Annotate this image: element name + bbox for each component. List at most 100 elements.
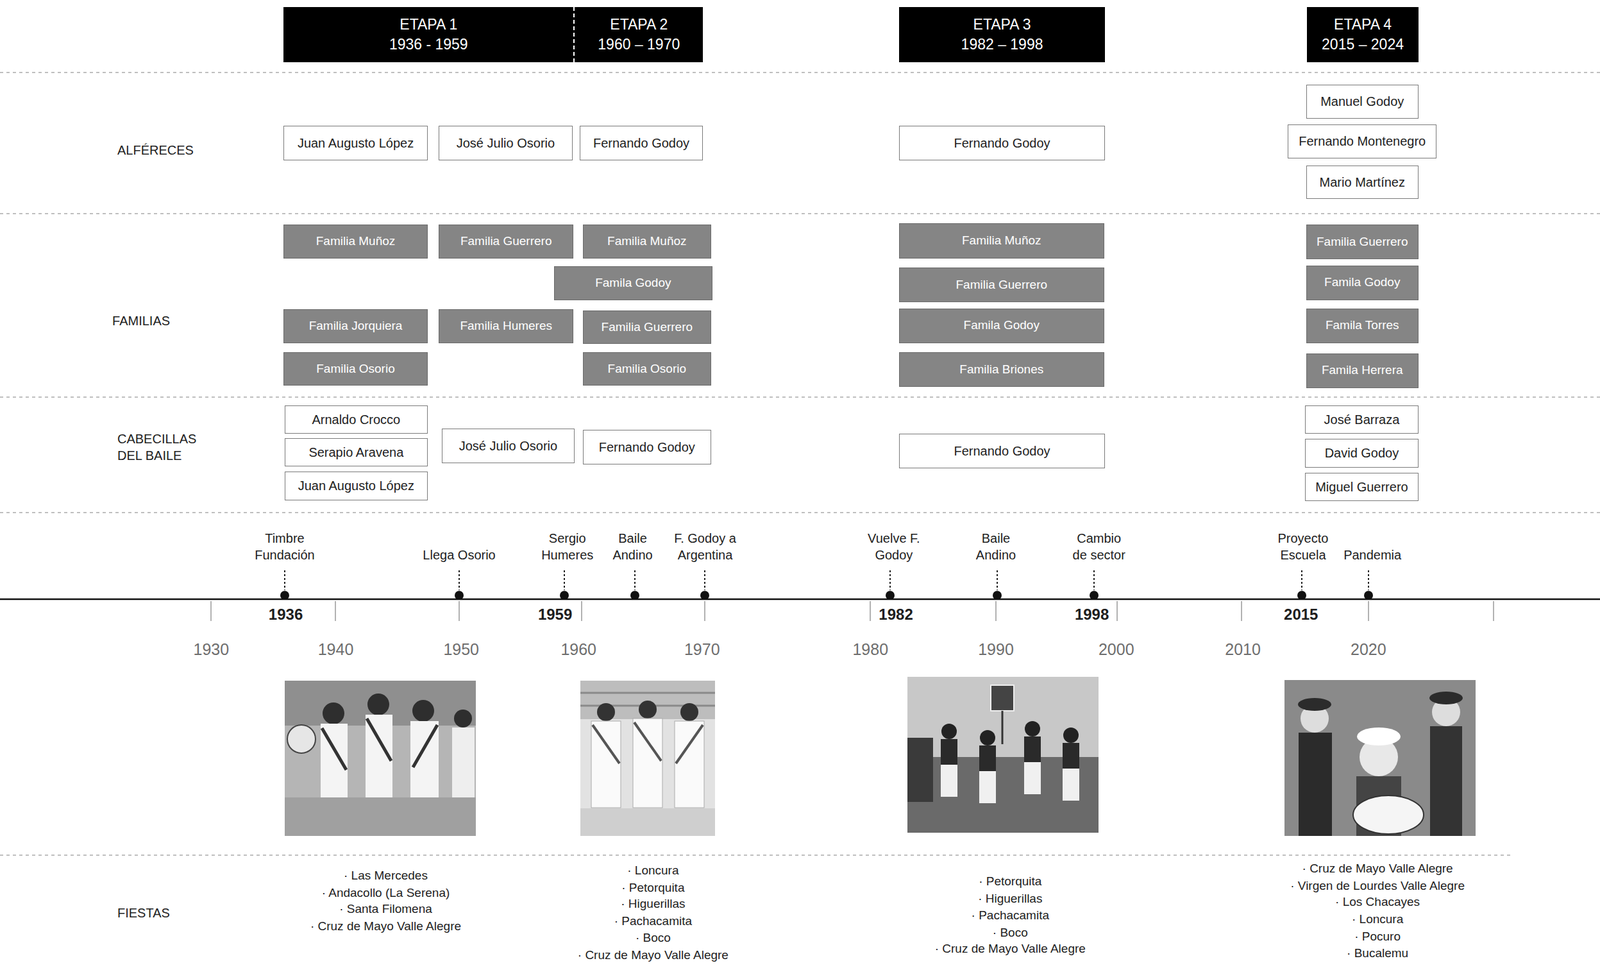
fiesta-item: · Loncura	[1351, 911, 1404, 927]
photo-etapa-2	[580, 680, 716, 836]
event-label: Cambio de sector	[1070, 529, 1129, 564]
photo-etapa-4	[1284, 679, 1476, 836]
person-box: José Julio Osorio	[441, 428, 575, 464]
person-box: Arnaldo Crocco	[284, 405, 428, 435]
photo-ground	[284, 797, 476, 836]
box-text: Fernando Godoy	[954, 443, 1051, 459]
box-text: Famila Godoy	[595, 275, 671, 291]
row-label: FIESTAS	[117, 904, 170, 921]
row-separators	[0, 72, 1600, 855]
person-box: Juan Augusto López	[284, 471, 428, 501]
fiesta-item: · Boco	[992, 924, 1028, 940]
box-text: Familia Guerrero	[601, 320, 694, 335]
photo-head	[1063, 727, 1079, 743]
photo-pole	[1001, 710, 1004, 744]
photo-dancer	[591, 720, 621, 808]
year-label: 2015	[1283, 604, 1318, 624]
photo-cap	[1429, 691, 1463, 705]
box-text: Familia Guerrero	[460, 234, 553, 249]
photo-head	[638, 700, 657, 719]
box-text: José Julio Osorio	[456, 135, 555, 151]
stage-header: ETAPA 31982 – 1998	[899, 7, 1105, 63]
box-text: Familia Muñoz	[316, 234, 396, 249]
photo-dancer	[940, 764, 958, 797]
person-box: Fernando Godoy	[582, 429, 712, 465]
decade-tick	[1367, 600, 1370, 621]
family-box: Familia Guerrero	[582, 310, 712, 345]
box-text: Juan Augusto López	[298, 477, 415, 494]
box-text: ETAPA 1	[399, 14, 458, 35]
family-box: Familia Guerrero	[438, 224, 574, 259]
person-box: José Julio Osorio	[438, 125, 573, 161]
family-box: Familia Humeres	[438, 309, 574, 344]
photo-child	[1298, 732, 1332, 836]
photo-dancer	[979, 745, 996, 771]
fiesta-item: · Cruz de Mayo Valle Alegre	[310, 918, 462, 934]
family-box: Familia Guerrero	[899, 267, 1105, 303]
box-text: Familia Muñoz	[607, 234, 687, 249]
photo-head	[454, 709, 472, 728]
event-label: Llega Osorio	[422, 546, 496, 564]
decade-label: 1940	[318, 639, 354, 659]
box-text: Fernando Godoy	[598, 439, 696, 455]
box-text: Miguel Guerrero	[1315, 479, 1409, 495]
decade-tick	[1492, 600, 1495, 621]
family-box: Familia Muñoz	[899, 223, 1105, 258]
year-label: 1998	[1074, 604, 1109, 624]
fiesta-item: · Virgen de Lourdes Valle Alegre	[1290, 877, 1465, 893]
photo-drum	[287, 724, 316, 753]
photo-head	[1024, 720, 1041, 737]
event-label: F. Godoy a Argentina	[672, 529, 739, 564]
fiesta-item: · Andacollo (La Serena)	[321, 884, 451, 900]
event-dot	[700, 590, 710, 600]
event-leader	[704, 570, 706, 590]
event-dot	[630, 590, 640, 600]
person-box: Serapio Aravena	[284, 437, 428, 467]
person-box: David Godoy	[1305, 438, 1419, 468]
box-text: Famila Herrera	[1321, 362, 1404, 378]
photo-sash	[412, 724, 438, 767]
decade-tick	[1116, 600, 1118, 621]
decade-tick	[995, 600, 997, 621]
year-label: 1959	[538, 604, 573, 624]
person-box: Fernando Montenegro	[1287, 124, 1437, 159]
fiesta-item: · Petorquita	[978, 874, 1042, 889]
row-separator	[0, 396, 1600, 398]
box-text: Arnaldo Crocco	[311, 411, 401, 428]
event-leader	[889, 570, 891, 590]
box-text: Familia Briones	[959, 362, 1044, 378]
photo-building-line	[580, 691, 716, 694]
fiesta-item: · Bucalemu	[1346, 945, 1409, 960]
event-dot	[1297, 590, 1307, 600]
box-text: Manuel Godoy	[1320, 93, 1404, 110]
photo-dancer	[979, 770, 996, 803]
decade-label: 1950	[443, 639, 480, 659]
person-box: Juan Augusto López	[283, 125, 428, 161]
event-dot	[559, 590, 569, 600]
decade-label: 2010	[1224, 639, 1261, 659]
stage-header: ETAPA 42015 – 2024	[1306, 7, 1418, 63]
box-text: Famila Godoy	[963, 318, 1040, 333]
box-text: 1982 – 1998	[961, 34, 1044, 55]
person-box: Manuel Godoy	[1306, 84, 1419, 119]
photo-ground	[284, 680, 476, 836]
photo-sky	[907, 676, 1099, 833]
box-text: Juan Augusto López	[297, 135, 414, 151]
box-text: 1936 - 1959	[389, 34, 469, 55]
box-text: Familia Osorio	[607, 361, 687, 377]
photo-head	[680, 702, 699, 721]
row-label: ALFÉRECES	[117, 141, 194, 159]
row-separator	[0, 854, 1514, 856]
fiesta-item: · Cruz de Mayo Valle Alegre	[577, 947, 729, 963]
box-text: Familia Osorio	[316, 361, 395, 377]
photo-sash	[634, 722, 662, 761]
photo-etapa-3	[907, 676, 1099, 833]
box-text: ETAPA 4	[1333, 14, 1392, 35]
event-dots	[280, 590, 1373, 600]
photo-dancer	[365, 714, 393, 798]
box-text: Famila Torres	[1325, 318, 1400, 333]
photo-dancer	[320, 723, 348, 798]
photo-dancer	[1024, 761, 1041, 794]
family-box: Familia Guerrero	[1306, 224, 1419, 260]
event-label: Vuelve F. Godoy	[867, 529, 921, 564]
